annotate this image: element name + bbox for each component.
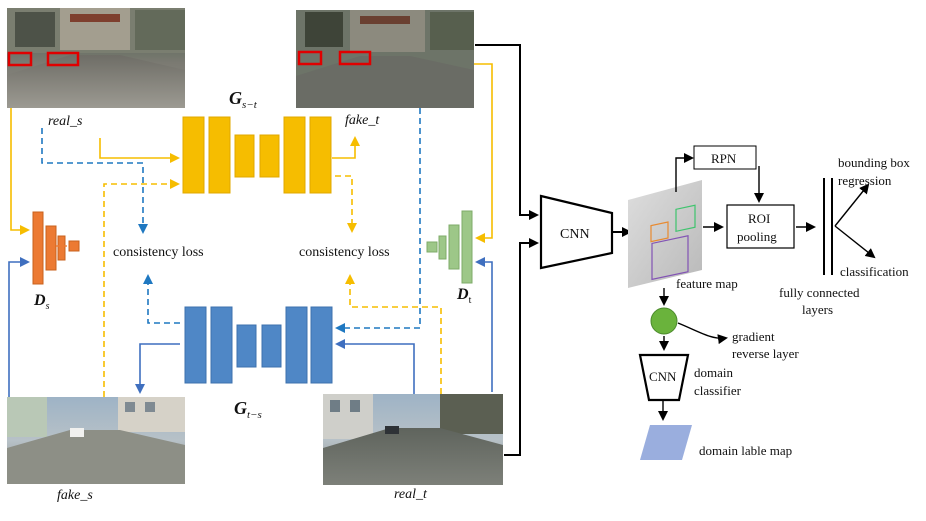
g-ts-symbol: Gt−s <box>234 398 262 421</box>
consistency-loss-right: consistency loss <box>299 245 390 260</box>
grl-label-line1: gradient <box>732 329 775 344</box>
domain-label-map-label: domain lable map <box>699 443 792 458</box>
domain-label-map <box>640 425 692 460</box>
dt-symbol: Dt <box>456 286 472 306</box>
rpn-label: RPN <box>711 151 737 166</box>
roi-pooling-box <box>726 204 795 249</box>
rpn-box <box>693 145 757 170</box>
consistency-loss-left: consistency loss <box>113 245 204 260</box>
generator-t-to-s <box>184 306 333 384</box>
domain-classifier-line1: domain <box>694 365 733 380</box>
fully-connected-layers <box>823 178 833 275</box>
discriminator-s <box>32 211 80 285</box>
cnn-small-label: CNN <box>649 369 677 384</box>
g-st-symbol: Gs−t <box>229 88 258 111</box>
real-s-label: real_s <box>48 114 83 129</box>
generator-s-to-t <box>182 116 332 194</box>
gradient-reverse-layer <box>650 307 678 335</box>
roi-label-line1: ROI <box>748 211 770 226</box>
real-t-image <box>323 394 503 485</box>
domain-classifier-cnn <box>638 353 690 402</box>
feature-map-label: feature map <box>676 276 738 291</box>
bbox-label-line2: regression <box>838 173 892 188</box>
feature-map <box>628 180 702 288</box>
discriminator-t <box>426 210 473 284</box>
fc-label-line1: fully connected <box>779 285 860 300</box>
fc-label-line2: layers <box>802 302 833 317</box>
real-t-label: real_t <box>394 487 428 502</box>
bbox-label-line1: bounding box <box>838 155 910 170</box>
cnn-label: CNN <box>560 227 590 242</box>
fake-t-image <box>296 10 474 108</box>
fake-t-label: fake_t <box>345 113 380 128</box>
classification-label: classification <box>840 264 909 279</box>
cnn-backbone <box>539 194 614 270</box>
real-s-image <box>7 8 185 108</box>
ds-symbol: Ds <box>33 292 50 312</box>
domain-classifier-line2: classifier <box>694 383 742 398</box>
fake-s-label: fake_s <box>57 488 93 503</box>
grl-label-line2: reverse layer <box>732 346 799 361</box>
fake-s-image <box>7 397 185 484</box>
roi-label-line2: pooling <box>737 229 777 244</box>
